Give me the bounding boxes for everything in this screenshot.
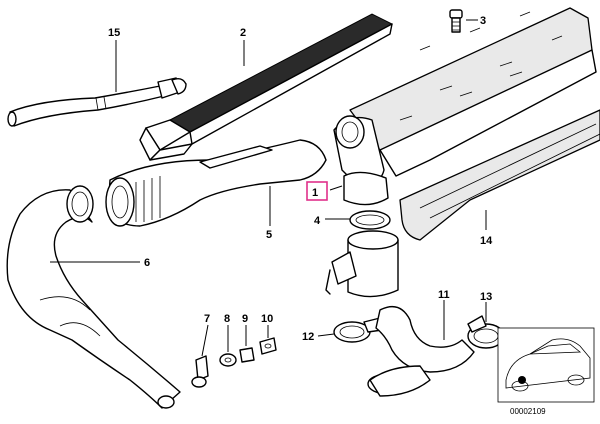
callout-9: 9 <box>242 313 248 325</box>
intake-plenum <box>349 7 597 177</box>
part-5-intake-duct <box>105 139 327 227</box>
part-2-air-filter <box>139 13 394 161</box>
part-8-washer <box>219 353 237 367</box>
callout-10: 10 <box>261 313 273 325</box>
part-11-hose <box>367 306 475 397</box>
callout-7: 7 <box>204 313 210 325</box>
part-1-intake-boot <box>333 115 389 206</box>
part-7-screw <box>191 355 209 388</box>
callout-2: 2 <box>240 27 246 39</box>
callout-4: 4 <box>314 215 321 227</box>
callout-12: 12 <box>302 331 314 343</box>
callout-1: 1 <box>312 187 318 199</box>
part-4-gasket <box>349 210 391 230</box>
callout-14: 14 <box>480 235 493 247</box>
highlight-box <box>306 181 328 201</box>
part-10-clip <box>259 337 277 355</box>
part-14-bracket <box>399 109 600 241</box>
location-marker <box>518 376 526 384</box>
callout-5: 5 <box>266 229 272 241</box>
callout-13: 13 <box>480 291 492 303</box>
part-12-hose-clamp <box>333 317 383 343</box>
reference-number: 00002109 <box>510 407 546 416</box>
part-3-bolt <box>449 9 463 33</box>
air-mass-meter <box>325 230 399 298</box>
part-15-hose <box>7 77 187 127</box>
callout-11: 11 <box>438 289 450 301</box>
callout-3: 3 <box>480 15 486 27</box>
callout-8: 8 <box>224 313 230 325</box>
part-6-intake-hose <box>6 185 181 409</box>
vehicle-location-inset <box>497 327 595 403</box>
callout-6: 6 <box>144 257 150 269</box>
part-9-nut <box>239 347 255 363</box>
leader-lines <box>50 19 487 357</box>
callout-15: 15 <box>108 27 120 39</box>
callout-labels: 1 2 3 4 5 6 7 8 9 10 11 12 13 14 15 0000… <box>108 15 546 416</box>
